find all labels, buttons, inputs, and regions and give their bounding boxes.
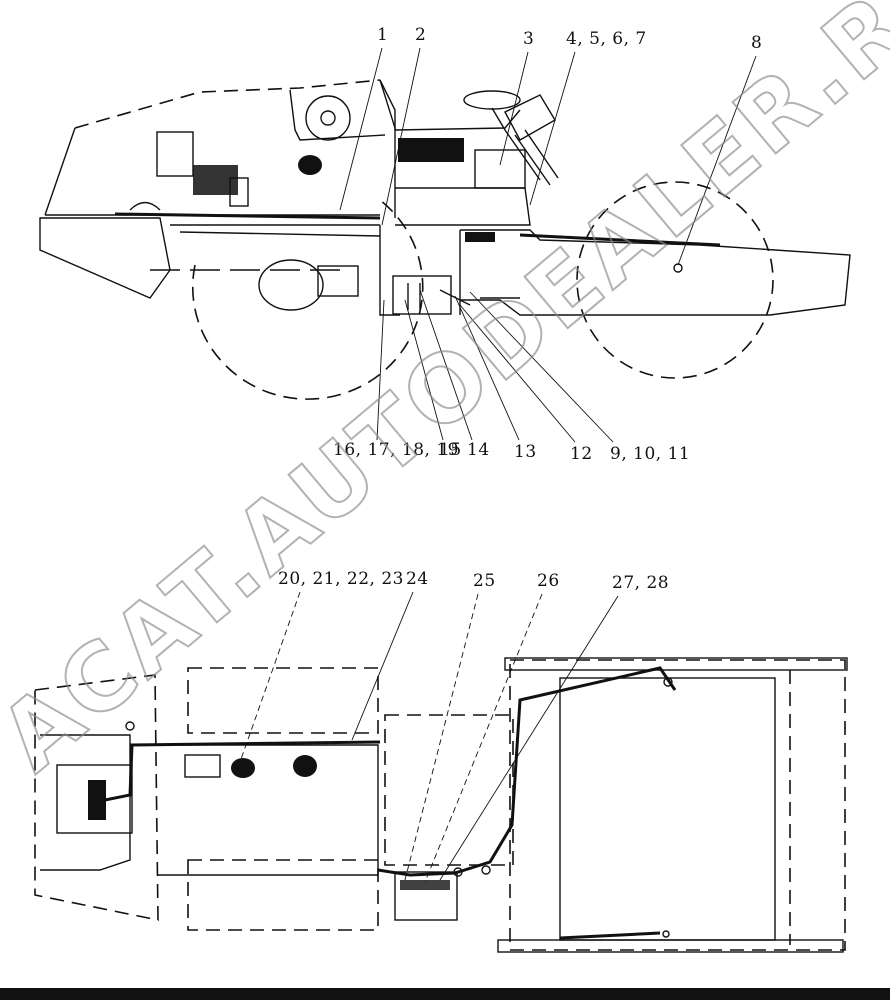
leader-3 [499,51,529,166]
callout-13: 13 [514,442,537,462]
air-filter [156,131,194,177]
hood-rear-edge [44,127,76,216]
leader-12 [459,304,576,443]
leader-15 [404,299,444,441]
hood-top-outline [74,79,381,129]
leader-14 [419,289,473,441]
instrument-panel [474,149,526,189]
articulation-left [379,225,400,316]
side-main-harness [114,212,381,220]
top-view-leaders [239,591,619,883]
rear-axle-hub [258,259,324,311]
callout-25: 25 [473,571,496,591]
leader-24 [351,591,414,741]
steering-wheel [463,90,521,110]
callout-12: 12 [570,444,593,464]
control-levers [514,129,559,186]
callout-4-7: 4, 5, 6, 7 [566,29,647,49]
rear-drum-top-outline [34,674,159,921]
front-harness-top-view [377,666,677,877]
alternator [298,155,322,175]
callout-20-23: 20, 21, 22, 23 [278,569,404,589]
side-view-callouts: 1 2 3 4, 5, 6, 7 8 16, 17, 18, 19 15 14 … [333,25,762,464]
front-lower-connector [662,930,670,938]
hood-inner-line [289,89,386,141]
rear-counterweight [39,217,171,299]
leader-4-7 [529,51,576,206]
leader-9-11 [469,291,614,443]
watermark-text: ACAT.AUTODEALER.RU [0,0,890,793]
front-drum-top-outline [509,659,846,951]
control-box [395,187,531,226]
front-harness [519,233,721,247]
leader-2 [381,47,421,226]
front-drum [576,181,774,379]
battery-top-view [394,871,458,921]
top-view-callouts: 20, 21, 22, 23 24 25 26 27, 28 [278,569,669,593]
callout-9-11: 9, 10, 11 [610,444,690,464]
leader-20-23 [239,591,301,763]
callout-24: 24 [406,569,429,589]
dash-console [504,94,556,141]
bottom-scan-border [0,988,890,1000]
rear-drum [191,199,424,400]
leader-27-28 [439,595,619,881]
leader-8 [677,55,757,266]
front-lower-harness [559,931,661,940]
seat-base [398,138,464,162]
side-view: 1 2 3 4, 5, 6, 7 8 16, 17, 18, 19 15 14 … [39,25,851,464]
rear-lower-rail [179,231,381,237]
starter-motor [231,758,255,778]
battery-cable [439,289,471,306]
front-frame-top-rail [504,657,848,671]
exhaust-cylinder-core [320,110,336,126]
rear-connector [125,721,135,731]
hood-front-edge [379,79,396,130]
leader-25 [404,593,479,881]
callout-3: 3 [523,29,534,49]
engine-module [229,177,249,207]
top-main-harness [104,740,381,802]
engine-top-block [88,780,106,820]
top-view: 20, 21, 22, 23 24 25 26 27, 28 [34,569,848,953]
hydraulic-block [465,232,495,242]
callout-1: 1 [377,25,388,45]
rear-frame-top-view [40,734,131,871]
leader-26 [424,593,543,883]
leader-1 [339,47,383,211]
operator-deck [394,109,521,131]
harness-connector [481,865,491,875]
front-drum-top [559,677,776,941]
articulation-area [384,714,514,866]
callout-16-19: 16, 17, 18, 19 [333,440,459,460]
leader-16-19 [376,299,385,441]
rear-hook [129,201,161,211]
callout-8: 8 [751,33,762,53]
battery-terminals [400,880,450,890]
rear-frame-upper [187,667,379,734]
ground-connector [453,867,463,877]
rear-axle-box [317,265,359,297]
engine-bay-top-view [158,744,379,876]
engine-top-view [56,764,133,834]
alternator-top-view [293,755,317,777]
callout-2: 2 [415,25,426,45]
exhaust-cylinder [305,95,351,141]
battery-cells [407,283,421,310]
front-sensor-top-view [663,677,673,687]
steering-column [491,107,541,181]
relay-box [184,754,221,778]
engine-block [193,165,238,195]
callout-26: 26 [537,571,560,591]
rear-frame-lower [187,859,379,931]
callout-14: 14 [467,440,490,460]
side-view-leaders [339,47,757,443]
callout-27-28: 27, 28 [612,573,669,593]
callout-15: 15 [439,440,462,460]
leader-13 [454,295,520,441]
